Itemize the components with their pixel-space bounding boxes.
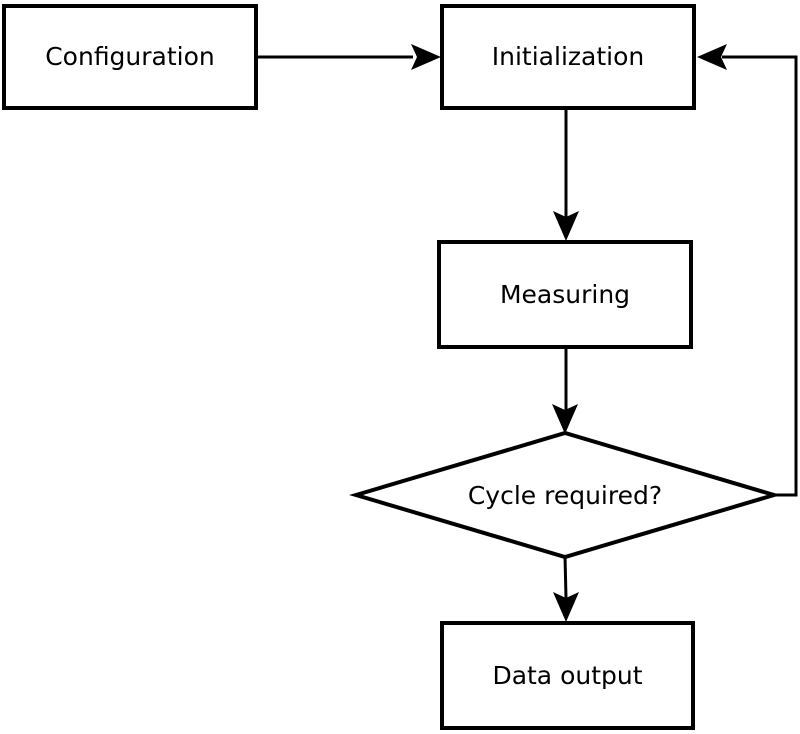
node-measuring: Measuring — [437, 240, 693, 349]
node-initialization: Initialization — [440, 4, 696, 110]
node-configuration: Configuration — [2, 4, 258, 110]
node-measuring-label: Measuring — [499, 279, 631, 309]
edge-cycle-required-to-data-output — [563, 555, 568, 599]
node-configuration-label: Configuration — [45, 42, 215, 71]
arrowhead-down-into-data-output — [553, 592, 579, 622]
decision-diamond-shape — [348, 430, 782, 560]
arrowhead-down-into-diamond — [552, 404, 578, 434]
arrowhead-left-into-initialization — [697, 44, 727, 70]
arrowhead-down-into-measuring — [553, 211, 579, 241]
node-data-output-label: Data output — [492, 660, 643, 690]
arrowhead-right-into-initialization — [411, 44, 441, 70]
node-initialization-label: Initialization — [491, 42, 645, 71]
node-data-output: Data output — [440, 621, 695, 730]
edge-cycle-required-to-initialization-loop — [722, 55, 798, 497]
